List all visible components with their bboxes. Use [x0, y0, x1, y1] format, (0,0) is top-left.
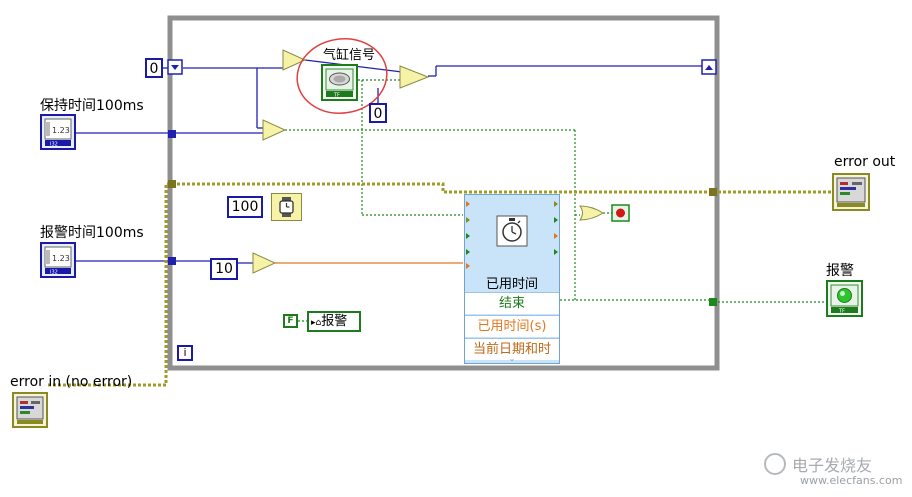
- bool-type: TF: [838, 309, 845, 315]
- alarm-time-control[interactable]: 1.23 I32: [40, 242, 76, 278]
- error-in-tunnel: [168, 180, 176, 188]
- numeric-type: I32: [50, 270, 58, 276]
- wait-ms-constant[interactable]: 100: [227, 196, 263, 218]
- ten-constant[interactable]: 10: [210, 258, 238, 280]
- numeric-text: 1.23: [52, 254, 70, 263]
- false-to-local-wire: [298, 320, 308, 322]
- local-variable-icon: ▸⌂: [311, 318, 322, 328]
- hold-time-label: 保持时间100ms: [40, 98, 144, 114]
- numeric-control-icon: 1.23 I32: [44, 246, 72, 276]
- expand-chevron-icon[interactable]: ⌄: [508, 354, 516, 363]
- error-in-label: error in (no error): [10, 374, 133, 390]
- error-out-tunnel: [709, 188, 717, 196]
- shift-init-constant[interactable]: 0: [145, 58, 163, 78]
- numeric-control-icon: 1.23 I32: [44, 118, 72, 148]
- shift-register-left-arrow: [171, 65, 179, 70]
- led-icon: TF: [830, 284, 859, 315]
- local-variable-name: 报警: [321, 314, 348, 329]
- alarm-out-tunnel: [709, 298, 717, 306]
- boolean-toggle-icon: TF: [325, 68, 354, 99]
- elapsed-output-datetime[interactable]: 当前日期和时: [465, 338, 559, 360]
- bool-type: TF: [333, 93, 340, 99]
- elapsed-output-done[interactable]: 结束: [465, 292, 559, 314]
- hold-time-control[interactable]: 1.23 I32: [40, 114, 76, 150]
- hold-tunnel: [168, 130, 176, 138]
- error-in-wire: [48, 182, 172, 387]
- elapsed-time-vi[interactable]: 已用时间 结束 已用时间(s) 当前日期和时 ⌄: [464, 194, 560, 364]
- annotation-circle: [296, 38, 388, 114]
- or-node: [579, 205, 604, 221]
- greater-node: [262, 119, 287, 141]
- iteration-terminal: i: [177, 345, 193, 361]
- watermark-logo-icon: [764, 453, 786, 475]
- stopwatch-icon: [496, 215, 528, 247]
- false-constant[interactable]: F: [283, 314, 298, 328]
- wait-ms-node[interactable]: [271, 193, 302, 221]
- error-in-control[interactable]: [12, 392, 48, 428]
- elapsed-output-seconds[interactable]: 已用时间(s): [465, 315, 559, 337]
- alarm-led-indicator[interactable]: TF: [826, 280, 863, 317]
- error-out-indicator[interactable]: [832, 173, 870, 211]
- stop-terminal-dot: [616, 208, 625, 218]
- elapsed-output-terminals: [554, 201, 558, 255]
- cylinder-signal-label: 气缸信号: [323, 48, 376, 63]
- divide-node: [252, 252, 277, 274]
- alarm-label: 报警: [826, 263, 854, 279]
- alarm-local-variable[interactable]: ▸⌂报警: [307, 311, 361, 332]
- error-cluster-icon: [16, 396, 44, 424]
- error-cluster-icon: [836, 177, 866, 207]
- zero-constant[interactable]: 0: [369, 103, 387, 123]
- numeric-type: I32: [50, 142, 58, 148]
- shift-register-right-arrow: [705, 65, 713, 70]
- increment-node: [282, 49, 307, 71]
- alarm-tunnel: [168, 257, 176, 265]
- watermark-text: 电子发烧友: [792, 456, 873, 475]
- watermark-url: www.elecfans.com: [800, 474, 903, 487]
- elapsed-input-terminals: [466, 201, 470, 269]
- wristwatch-icon: [279, 197, 294, 217]
- elapsed-title: 已用时间: [485, 277, 538, 292]
- error-loop-wire: [172, 182, 710, 194]
- numeric-text: 1.23: [52, 126, 70, 135]
- error-out-label: error out: [834, 154, 896, 170]
- alarm-time-label: 报警时间100ms: [40, 225, 144, 241]
- cylinder-signal-control[interactable]: TF: [321, 64, 358, 101]
- select-node: [399, 65, 430, 89]
